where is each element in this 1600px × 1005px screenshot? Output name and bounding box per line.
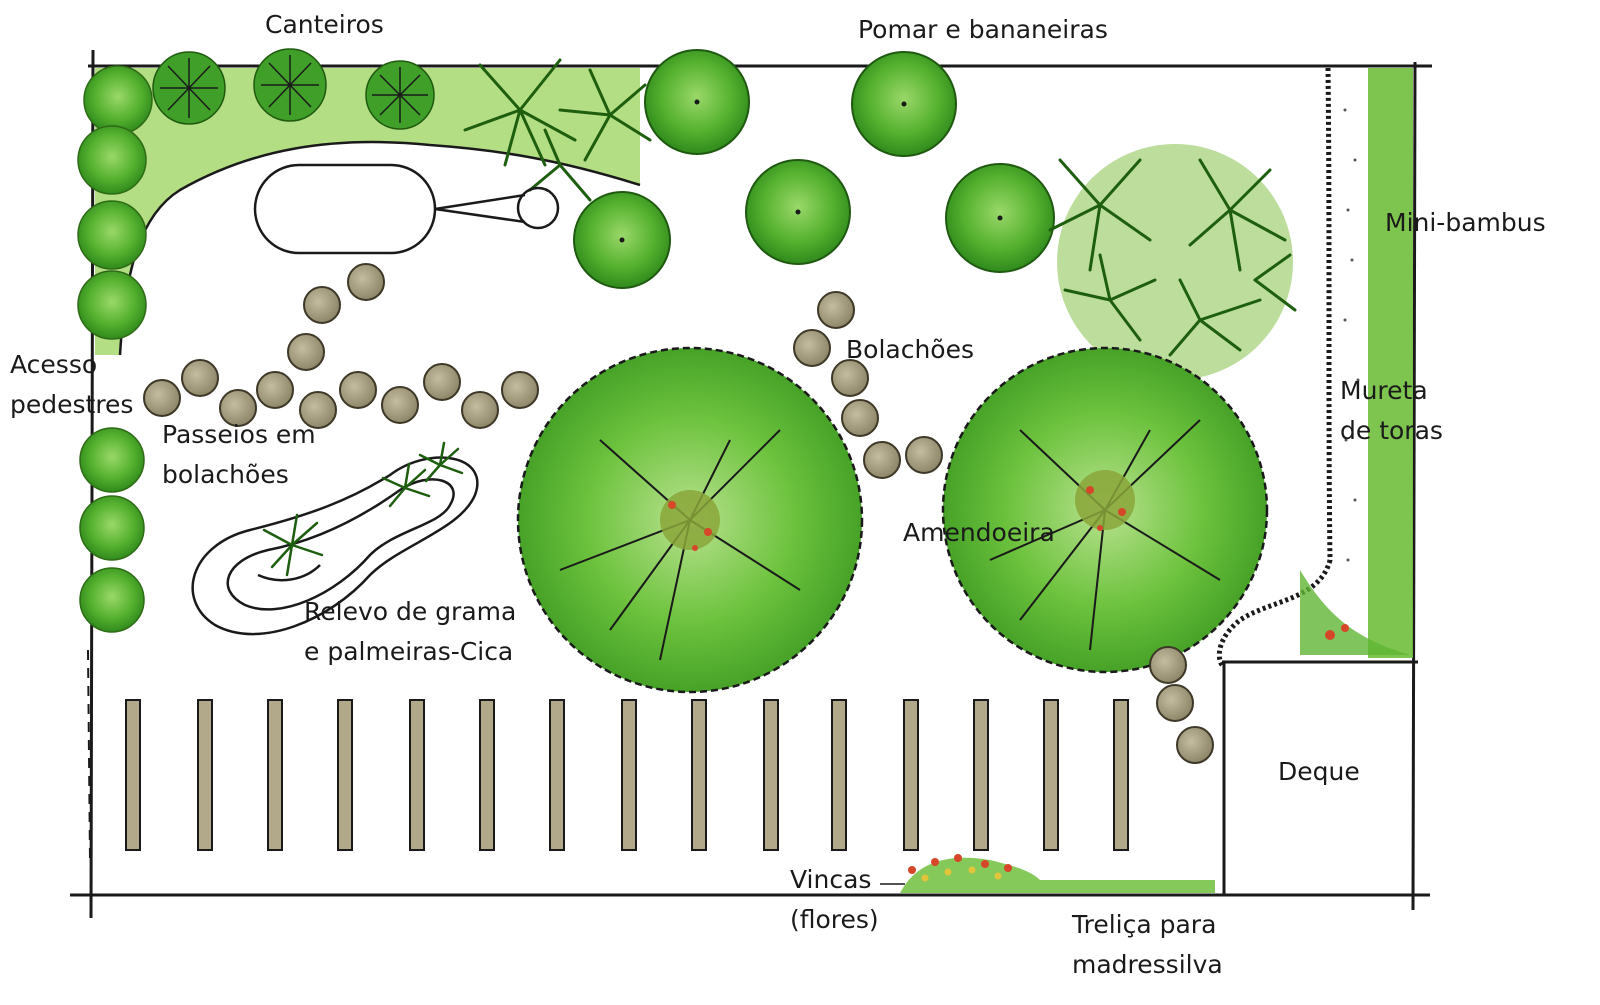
banana-grove <box>1048 144 1297 380</box>
label-amendoeira: Amendoeira <box>903 518 1055 547</box>
label-acesso-line2: pedestres <box>10 390 134 419</box>
label-pomar: Pomar e bananeiras <box>858 15 1108 44</box>
amendoeira-trees <box>516 346 1269 694</box>
label-canteiros: Canteiros <box>265 10 384 39</box>
relevo-grama <box>191 456 479 636</box>
label-passeios-line1: Passeios em <box>162 420 316 449</box>
label-deque: Deque <box>1278 757 1360 786</box>
label-mureta-line1: Mureta <box>1340 376 1428 405</box>
vincas-flowers <box>880 854 1215 893</box>
label-trelica-line2: madressilva <box>1072 950 1223 979</box>
palmeiras-cica <box>262 441 464 577</box>
label-acesso-line1: Acesso <box>10 350 98 379</box>
label-relevo-line1: Relevo de grama <box>304 597 517 626</box>
label-mureta-line2: de toras <box>1340 416 1443 445</box>
label-bolachoes: Bolachões <box>846 335 975 364</box>
label-vincas-line1: Vincas <box>790 865 872 894</box>
trelica-sleepers <box>125 699 1129 851</box>
mureta-de-toras <box>1216 67 1413 667</box>
bolachoes-stepping-stones <box>143 263 1214 764</box>
mini-bamboo-hedge <box>1368 68 1413 658</box>
label-trelica-line1: Treliça para <box>1072 910 1217 939</box>
label-relevo-line2: e palmeiras-Cica <box>304 637 514 666</box>
label-vincas-line2: (flores) <box>790 905 879 934</box>
label-mini-bambus: Mini-bambus <box>1385 208 1546 237</box>
label-passeios-line2: bolachões <box>162 460 289 489</box>
canteiros-bed <box>77 48 652 633</box>
oval-feature <box>253 163 560 255</box>
